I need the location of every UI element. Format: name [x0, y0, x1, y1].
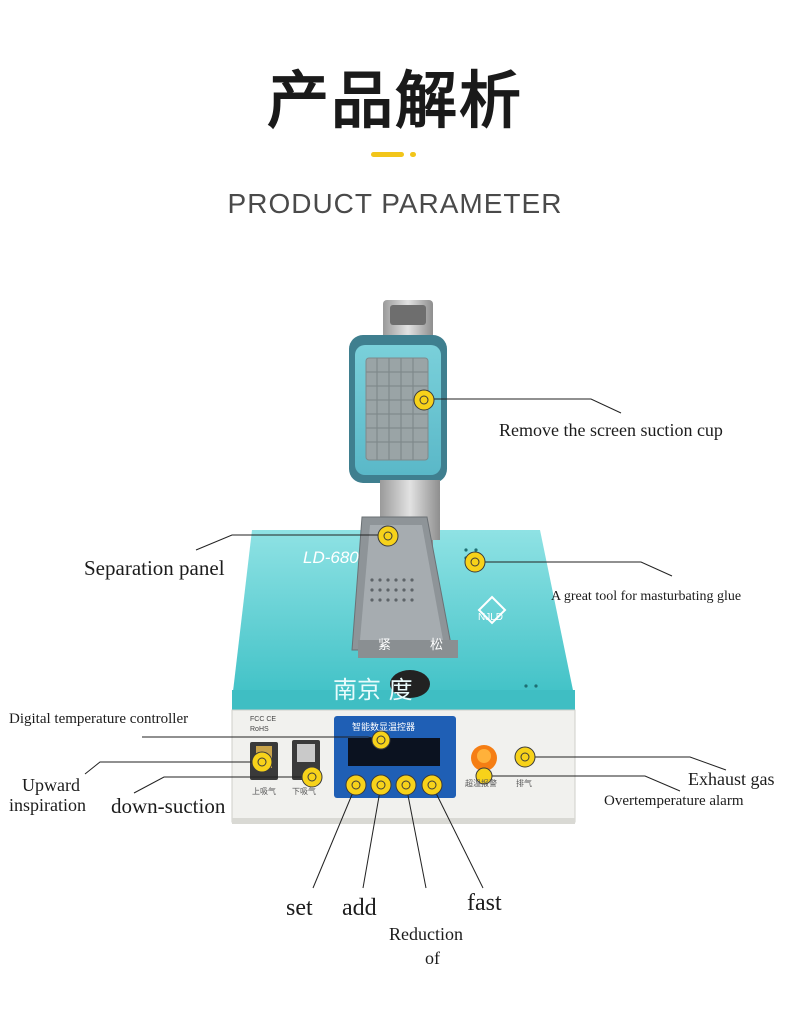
switch-label-lower: 下吸气 [292, 787, 316, 796]
page-subtitle: PRODUCT PARAMETER [227, 188, 563, 219]
callout-fast: fast [467, 890, 502, 916]
adjust-knob [390, 670, 430, 698]
model-label: LD-680 [303, 548, 359, 567]
callout-add: add [342, 895, 377, 921]
callout-reduction-line1: Reduction [389, 924, 463, 944]
page-title-cn: 产品解析 [266, 64, 523, 137]
callout-overtemp: Overtemperature alarm [604, 793, 744, 809]
clamp-base [358, 640, 458, 658]
alarm-label: 超温报警 [465, 779, 497, 788]
title-accent-dot [410, 152, 416, 157]
cert-rohs: RoHS [250, 726, 269, 733]
callout-separation-panel: Separation panel [84, 556, 225, 580]
switch-label-upper: 上吸气 [252, 787, 276, 796]
callout-upward-line2: inspiration [9, 795, 86, 815]
title-accent-bar [371, 152, 404, 157]
brand-label: NJLD [478, 612, 504, 623]
clamp-tighten-label: 紧 [378, 638, 392, 653]
callout-exhaust: Exhaust gas [688, 769, 775, 789]
callout-suction-cup: Remove the screen suction cup [499, 420, 723, 440]
callout-reduction-line2: of [425, 948, 440, 968]
callout-down-suction: down-suction [111, 794, 226, 818]
marker-circle-icon [251, 389, 536, 796]
callout-upward-line1: Upward [22, 775, 80, 795]
controller-title: 智能数显温控器 [352, 723, 416, 733]
exhaust-label: 排气 [516, 779, 532, 788]
callout-set: set [286, 895, 313, 921]
njld-logo-mark [477, 595, 507, 625]
callout-temp-controller: Digital temperature controller [9, 711, 189, 727]
cert-fcc-ce: FCC CE [250, 716, 277, 723]
clamp-loosen-label: 松 [430, 638, 444, 653]
callout-glue-tool: A great tool for masturbating glue [551, 589, 742, 604]
logo-cn-text: 南京 度 [333, 676, 413, 704]
